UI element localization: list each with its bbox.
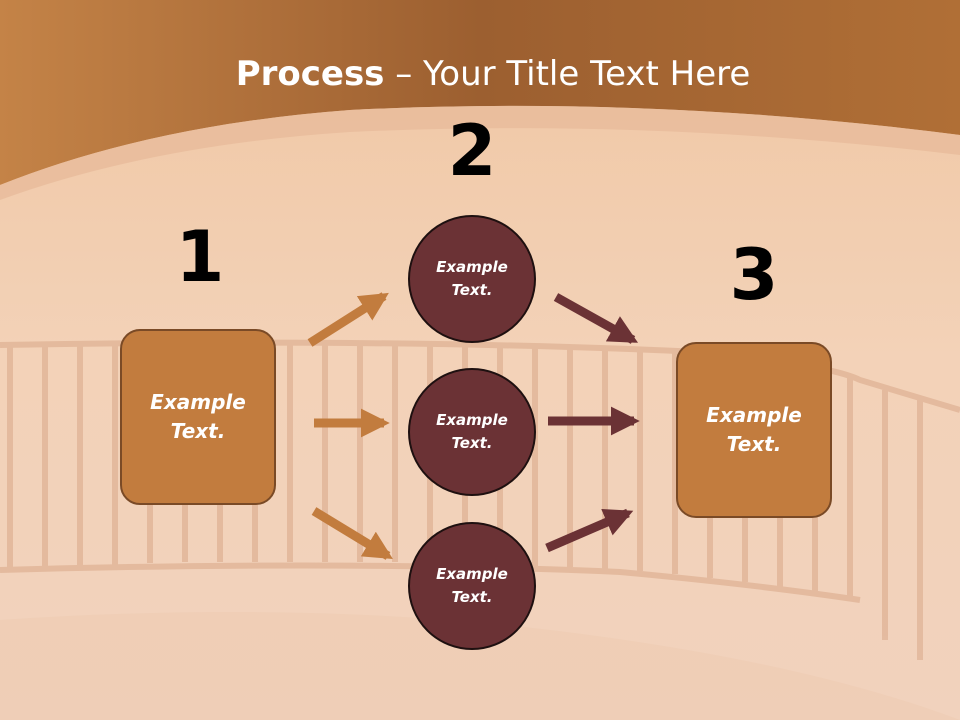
step-2-bottom-label: Example Text. (436, 565, 508, 606)
title-bold: Process (235, 54, 385, 94)
header-band (0, 0, 960, 185)
step-3-box: Example Text. (676, 342, 832, 518)
step-1-box: Example Text. (120, 329, 276, 505)
step-2-middle-label: Example Text. (436, 411, 508, 452)
step-2-top-label: Example Text. (436, 258, 508, 299)
step-2-circle-bottom: Example Text. (408, 522, 536, 650)
step-3-label: Example Text. (706, 403, 802, 456)
step-number-3: 3 (729, 234, 779, 316)
step-number-1: 1 (175, 216, 225, 298)
header-swoosh (0, 105, 960, 200)
step-1-label: Example Text. (150, 390, 246, 443)
slide-title: Process – Your Title Text Here (0, 52, 960, 96)
step-number-2: 2 (447, 110, 497, 192)
step-2-circle-middle: Example Text. (408, 368, 536, 496)
step-2-circle-top: Example Text. (408, 215, 536, 343)
title-rest: – Your Title Text Here (384, 54, 751, 94)
